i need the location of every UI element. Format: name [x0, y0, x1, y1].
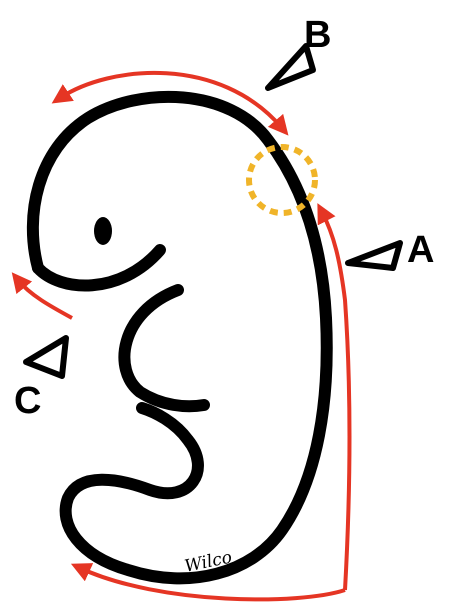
- pointer-a-triangle: [348, 243, 400, 268]
- eye: [94, 217, 112, 245]
- label-a: A: [407, 229, 434, 271]
- limb-bud-curve: [124, 290, 204, 406]
- label-c: C: [14, 380, 41, 422]
- embryo-body-outline: [33, 97, 327, 578]
- label-b: B: [304, 14, 331, 56]
- pointer-c-triangle: [26, 338, 66, 376]
- jaw-curve: [38, 250, 160, 286]
